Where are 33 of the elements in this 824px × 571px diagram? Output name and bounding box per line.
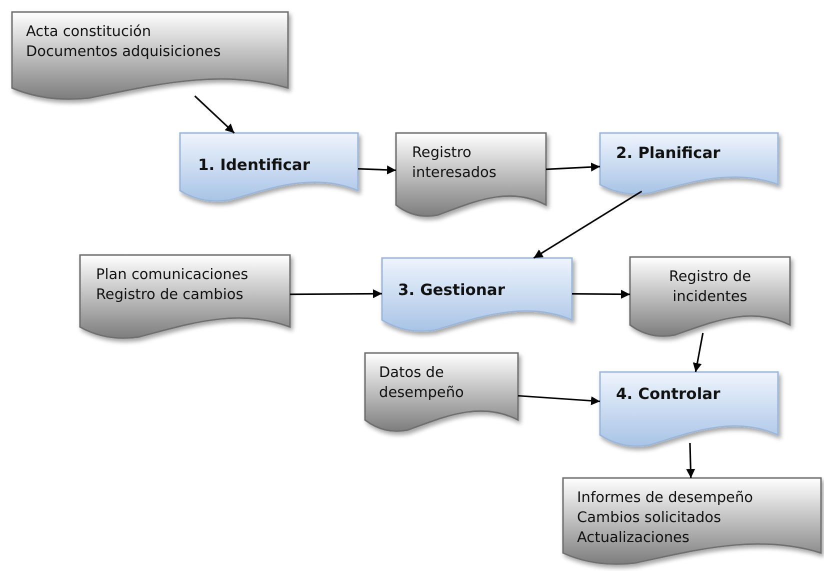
document-text: Acta constitución [26,23,152,42]
arrow [358,165,396,174]
document-text: Actualizaciones [577,529,690,548]
arrow [686,442,696,478]
process-box [600,133,778,193]
document-text: Documentos adquisiciones [26,43,222,62]
process-label: 1. Identificar [198,155,311,175]
arrow [533,190,642,259]
document-text: Plan comunicaciones [96,266,250,285]
arrow [290,289,382,298]
document-text: Registro de incidentes [668,268,752,307]
arrow [194,95,235,134]
document-box [12,12,288,98]
document-text: Cambios solicitados [577,509,722,528]
document-text: Informes de desempeño [577,489,754,508]
process-label: 2. Planificar [616,143,722,163]
document-text: Registro interesados [412,144,498,183]
process-label: 3. Gestionar [398,280,506,300]
process-box [180,133,358,200]
arrow [572,290,630,299]
arrow [692,332,704,372]
process-box [600,372,778,445]
document-text: Registro de cambios [96,286,244,305]
process-box [382,258,572,330]
document-box [563,478,821,563]
document-box [396,133,546,215]
arrow [518,394,600,406]
document-text: Datos de desempeño [379,364,465,403]
document-box [365,353,518,430]
document-box [80,255,290,337]
process-label: 4. Controlar [616,384,722,404]
document-box [630,257,790,335]
arrow [546,162,600,172]
